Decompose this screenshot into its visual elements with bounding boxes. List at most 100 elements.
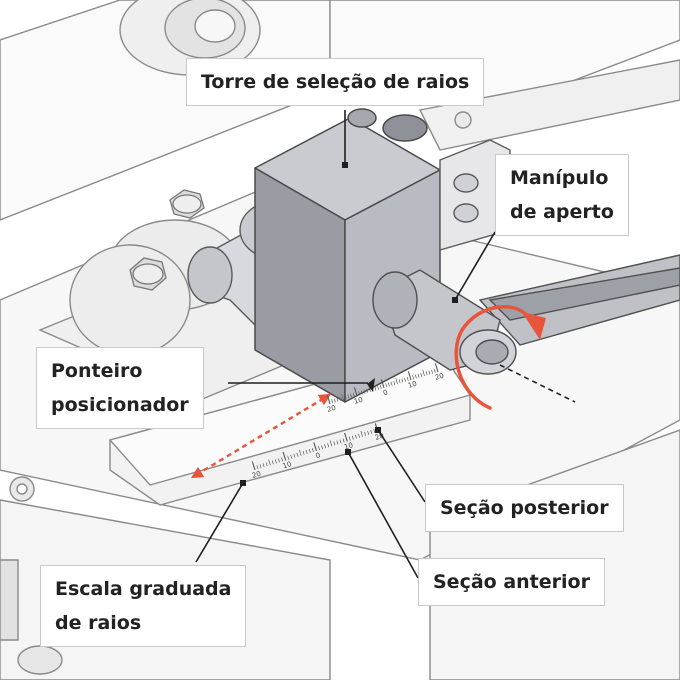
scale-front-tick (364, 431, 367, 436)
scale-front-tick (329, 440, 333, 447)
scale-rear-tick (344, 395, 347, 400)
scale-front-tick-label: 10 (343, 441, 354, 451)
label-clamp-handle-line1: Manípulo (510, 167, 609, 189)
scale-rear-tick-label: 0 (382, 388, 389, 397)
scale-front-tick (348, 436, 351, 441)
scale-front-tick (251, 461, 256, 471)
scale-front-tick (287, 455, 290, 460)
scale-front-tick (290, 454, 293, 459)
scale-front-tick (344, 432, 348, 442)
label-front-section: Seção anterior (418, 558, 605, 606)
leader-dots (240, 162, 458, 486)
scale-front-tick (339, 439, 342, 444)
scale-rear-tick-label: 10 (407, 380, 418, 390)
scale-rear-tick (333, 398, 336, 403)
scale-rear-tick (406, 376, 409, 381)
scale-rear-tick (425, 371, 428, 376)
scale-front-tick (305, 449, 308, 455)
scale-front-tick (327, 443, 330, 448)
scale-rear-tick (379, 384, 382, 389)
scale-rear-tick (366, 388, 369, 393)
scale-front-tick (370, 429, 373, 435)
scale-rear-tick (387, 382, 390, 387)
scale-rear-tick (414, 374, 417, 379)
scale-front-tick (274, 459, 277, 464)
scale-rear-tick (377, 385, 379, 390)
scale-rear-tick (385, 383, 388, 388)
scale-rear-tick (331, 399, 334, 404)
scale-rear-tick (350, 393, 352, 398)
scale-rear-tick (401, 378, 404, 383)
scale-rear-tick (341, 394, 344, 401)
label-front-section-text: Seção anterior (433, 571, 590, 593)
scale-front-tick (268, 459, 271, 466)
scale-rear-tick (420, 372, 423, 377)
scale-rear-tick (326, 395, 331, 405)
scale-rear-tick (434, 363, 439, 373)
scale-rear-tick (407, 371, 412, 381)
label-radius-scale-line1: Escala graduada (55, 578, 232, 600)
scale-rear-tick (374, 386, 377, 391)
scale-rear-tick (368, 386, 371, 393)
scale-rear-tick (336, 397, 339, 402)
scale-front-tick (302, 450, 305, 455)
label-radius-tower-text: Torre de seleção de raios (201, 71, 470, 93)
scale-front-tick (373, 428, 376, 434)
scale-rear-tick (433, 368, 436, 373)
scale-rear-tick-label: 10 (353, 396, 364, 406)
double-arrow-icon (190, 393, 332, 479)
scale-rear-tick (358, 391, 361, 396)
radius-selection-tower (254, 108, 441, 403)
scale-front-tick (271, 460, 274, 465)
label-rear-section-text: Seção posterior (440, 497, 609, 519)
scale-front-tick (324, 444, 327, 449)
scale-front-tick (296, 452, 299, 457)
scale-front-tick (321, 445, 323, 450)
scale-front-tick (256, 465, 259, 470)
scale-rear-tick-label: 20 (434, 372, 445, 382)
scale-rear-tick (352, 392, 355, 397)
scale-front-tick (354, 434, 357, 439)
scale-rear-tick (360, 390, 363, 395)
scale-rear-tick (390, 381, 393, 386)
scale-front-tick (262, 463, 265, 468)
label-radius-scale-line2: de raios (55, 612, 142, 634)
scale-front-tick (265, 462, 268, 467)
scale-front-tick (293, 453, 296, 458)
scale-rear-tick (393, 380, 396, 385)
scale-front-tick (358, 433, 360, 438)
scale-front-tick (360, 430, 363, 437)
bolt-left-bottom (129, 257, 167, 291)
scale-front-tick (282, 451, 287, 461)
scale-front-tick-label: 20 (374, 432, 385, 442)
scale-front-tick (278, 458, 280, 463)
scale-rear-tick (395, 378, 398, 385)
scale-front-tick (259, 464, 262, 469)
label-clamp-handle-line2: de aperto (510, 201, 614, 223)
scale-rear-tick (347, 394, 350, 399)
label-clamp-handle: Manípulo de aperto (495, 154, 629, 236)
scale-rear-tick (412, 375, 415, 380)
scale-rear-tick (380, 379, 385, 389)
positioning-pointer (367, 378, 375, 392)
scale-front-tick (281, 457, 284, 462)
bolt-left-top (169, 189, 205, 219)
scale-rear-tick (422, 370, 425, 377)
scale-front-tick (299, 449, 302, 456)
scale-rear-tick (398, 379, 401, 384)
scale-front-tick (342, 438, 345, 443)
scale-front-tick (336, 440, 339, 445)
rotation-axis-line (499, 364, 576, 403)
scale-front-tick (311, 447, 314, 453)
scale-rear-tick (363, 389, 366, 394)
rotate-arrow-icon (454, 305, 546, 410)
scale-rear-tick (428, 370, 431, 375)
scale-rear-tick (417, 373, 420, 378)
scale-rear-tick (339, 396, 342, 401)
scale-front-tick-label: 20 (251, 470, 262, 480)
label-pointer: Ponteiro posicionador (36, 347, 204, 429)
scale-front-tick-label: 10 (282, 460, 293, 470)
scale-front-tick (313, 442, 318, 452)
